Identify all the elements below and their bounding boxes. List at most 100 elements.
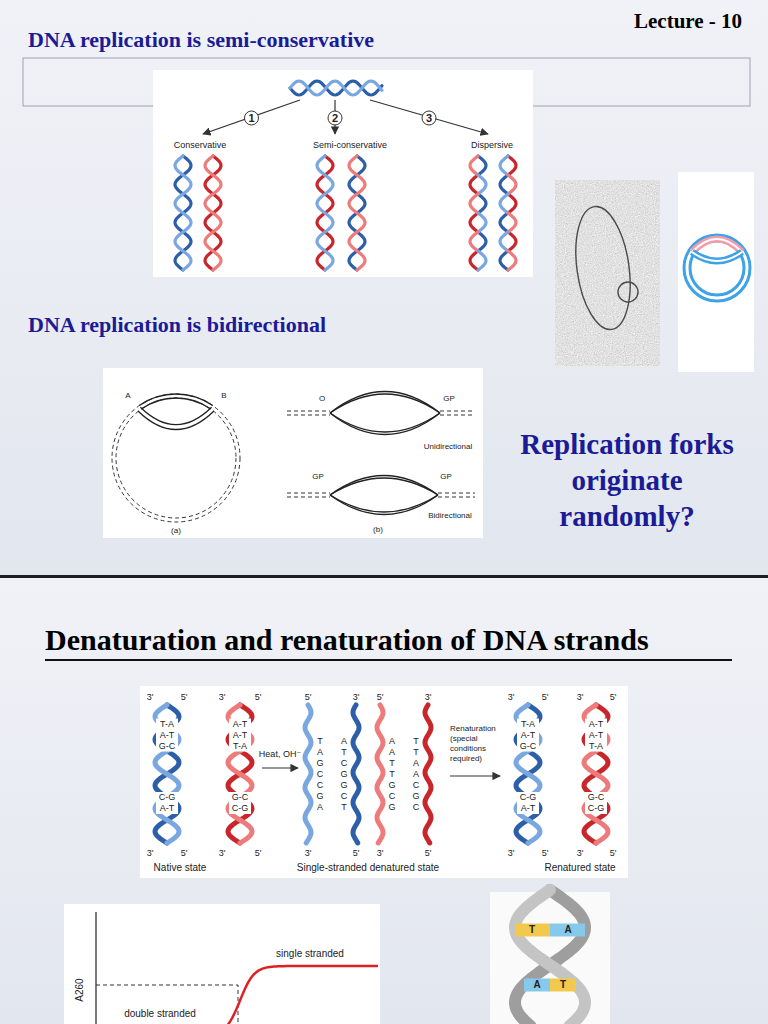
curve-label: double stranded — [124, 1008, 196, 1020]
base-pair-label: C-G A-T — [517, 792, 539, 814]
step-number: 3 — [426, 112, 432, 125]
dna-strand — [478, 232, 486, 251]
base-letter: A — [564, 924, 571, 936]
single-strand — [305, 705, 311, 843]
dna-strand — [478, 175, 486, 194]
new-strand-arc — [692, 239, 742, 252]
replication-bubble — [330, 495, 438, 515]
strand-end-label: 3' — [377, 848, 384, 858]
dna-strand — [500, 232, 508, 251]
melting-curve — [96, 966, 378, 1024]
dna-strand — [500, 175, 508, 194]
dna-duplex — [287, 411, 475, 412]
dna-strand — [470, 194, 478, 213]
dna-strand — [155, 705, 179, 843]
dna-strand — [290, 81, 382, 95]
dna-strand — [516, 705, 540, 843]
base-pair-label: T-A A-T G-C — [156, 719, 178, 752]
replication-bubble — [330, 392, 440, 414]
graph-panel — [64, 904, 380, 1024]
dna-strand — [205, 156, 221, 270]
slide-panel: Denaturation and renaturation of DNA str… — [0, 577, 768, 1024]
number-circle — [422, 111, 436, 125]
dna-strand — [500, 251, 508, 270]
dna-strand — [349, 156, 365, 270]
figure-panel — [153, 70, 533, 277]
strand-end-label: 5' — [610, 848, 617, 858]
dna-strand — [175, 156, 191, 270]
dna-duplex — [287, 415, 475, 416]
figure-panel — [140, 686, 628, 878]
strand-end-label: 5' — [542, 848, 549, 858]
dna-strand — [290, 81, 382, 95]
strand-end-label: 3' — [508, 692, 515, 702]
dna-strand — [155, 705, 179, 843]
old-strand-arc — [692, 252, 742, 261]
electron-micrograph — [555, 180, 660, 366]
dna-strand — [478, 251, 486, 270]
state-caption: Native state — [154, 862, 207, 874]
dna-strand — [478, 156, 486, 175]
figure-label: GP — [312, 472, 324, 481]
dna-strand — [508, 251, 516, 270]
strand-end-label: 3' — [147, 692, 154, 702]
curve-label: single stranded — [276, 948, 344, 960]
replication-bubble — [330, 413, 440, 432]
strand-end-label: 5' — [610, 692, 617, 702]
replication-bubble — [138, 411, 214, 430]
base-block — [550, 924, 585, 937]
dna-strand — [470, 251, 478, 270]
midpoint-guide — [96, 985, 238, 1024]
base-block — [515, 924, 550, 937]
state-caption: Renatured state — [544, 862, 615, 874]
strand-end-label: 3' — [219, 692, 226, 702]
chromosome-circle — [112, 394, 240, 522]
dna-duplex — [287, 493, 475, 494]
replication-bubble — [330, 413, 440, 435]
single-strand — [377, 705, 383, 843]
chromosome-circle — [116, 398, 236, 518]
figure-label: GP — [440, 472, 452, 481]
strand-end-label: 5' — [255, 692, 262, 702]
base-pair-label: C-G A-T — [156, 792, 178, 814]
strand-end-label: 3' — [577, 692, 584, 702]
base-letter: T — [560, 979, 566, 991]
strand-end-label: 5' — [353, 848, 360, 858]
arrow-line — [450, 775, 500, 776]
arrow-line — [203, 100, 300, 134]
dna-loop — [618, 282, 638, 302]
single-strand — [353, 705, 359, 843]
single-strand — [425, 705, 431, 843]
dna-strand — [349, 156, 365, 270]
strand-end-label: 3' — [577, 848, 584, 858]
number-circle — [245, 111, 259, 125]
model-label: Semi-conservative — [313, 140, 387, 150]
dna-duplex — [287, 497, 475, 498]
sketch-panel — [678, 172, 754, 372]
figure-label: (a) — [171, 526, 181, 535]
dna-strand — [584, 705, 608, 843]
figure-label: (b) — [373, 525, 383, 534]
question-text: Replication forks originate randomly? — [509, 426, 745, 534]
dna-strand — [470, 175, 478, 194]
dna-strand — [508, 175, 516, 194]
slide-heading: DNA replication is semi-conservative — [28, 27, 374, 52]
strand-end-label: 5' — [377, 692, 384, 702]
dna-strand — [205, 156, 221, 270]
base-pair-label: G-C C-G — [229, 792, 251, 814]
base-pair-label: T-A A-T G-C — [517, 719, 539, 752]
circular-chromosome — [687, 238, 747, 298]
graph-axis — [95, 912, 96, 1024]
strand-end-label: 5' — [181, 692, 188, 702]
replication-bubble — [139, 394, 212, 406]
replication-bubble — [330, 394, 440, 413]
new-strand-arc — [692, 239, 742, 252]
figure-label: GP — [443, 394, 455, 403]
base-block — [550, 979, 576, 992]
dna-strand — [508, 213, 516, 232]
figure-label: O — [319, 394, 325, 403]
replication-bubble — [142, 398, 211, 409]
figure-label: Bidirectional — [428, 511, 472, 520]
step-number: 1 — [248, 112, 254, 125]
dna-strand — [478, 194, 486, 213]
